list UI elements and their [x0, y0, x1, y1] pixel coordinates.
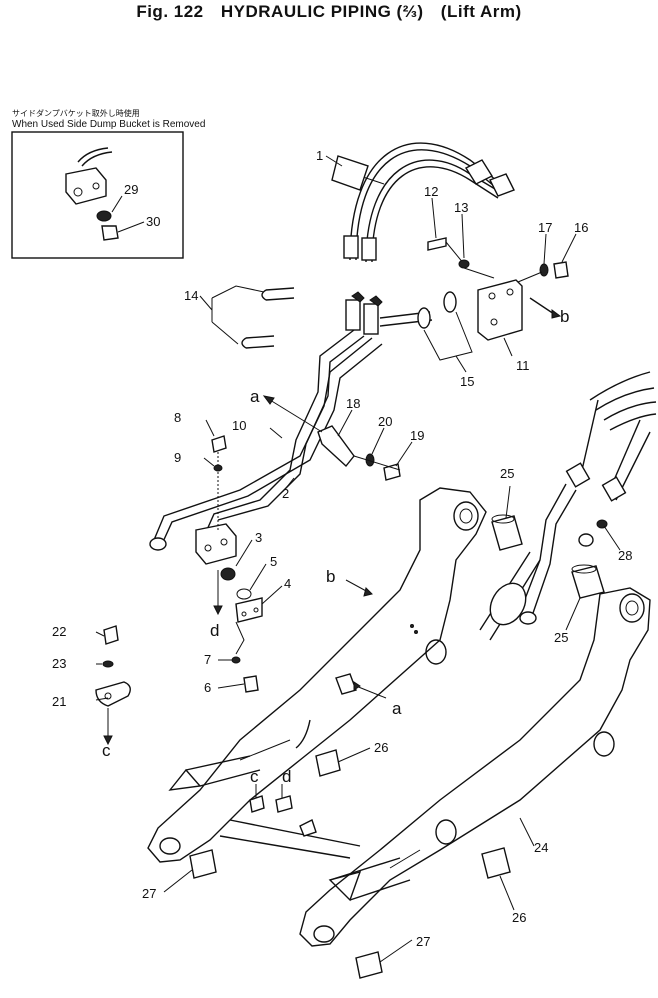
bushing-26a	[315, 749, 341, 777]
clip-d	[275, 795, 293, 813]
bushing-25a	[491, 515, 523, 551]
nut-16	[553, 261, 569, 279]
hoses	[331, 142, 515, 263]
ref-c-clamp: c	[102, 741, 111, 760]
valve-block	[195, 435, 263, 693]
washer-7	[231, 656, 241, 664]
ref-a-lower: a	[392, 699, 402, 718]
callout-14: 14	[184, 288, 198, 303]
ref-b-bracket: b	[560, 307, 569, 326]
callout-18: 18	[346, 396, 360, 411]
reference-letters: a a b b c c d d	[102, 307, 569, 786]
bolt-8	[211, 435, 227, 453]
bolt-12	[427, 237, 447, 251]
callout-16: 16	[574, 220, 588, 235]
callout-8: 8	[174, 410, 181, 425]
callout-20: 20	[378, 414, 392, 429]
callout-12: 12	[424, 184, 438, 199]
block-3	[195, 523, 237, 565]
bushing-25b	[571, 565, 605, 599]
callout-29: 29	[124, 182, 138, 197]
clamp-18	[317, 425, 355, 468]
callout-27b: 27	[416, 934, 430, 949]
pin-a	[335, 673, 357, 695]
washer-17	[539, 263, 549, 277]
callout-2: 2	[282, 486, 289, 501]
bushing-26b	[481, 847, 511, 879]
callout-3: 3	[255, 530, 262, 545]
callout-19: 19	[410, 428, 424, 443]
washer-13	[458, 259, 470, 269]
callout-13: 13	[454, 200, 468, 215]
callout-26b: 26	[512, 910, 526, 925]
bolt-6	[243, 675, 259, 693]
fitting-3	[220, 567, 236, 581]
inset-box: 29 30	[11, 131, 184, 259]
figure-title: Fig. 122 HYDRAULIC PIPING (⅔) (Lift Arm)	[0, 2, 658, 22]
callout-25b: 25	[554, 630, 568, 645]
callout-4: 4	[284, 576, 291, 591]
washer-9	[213, 464, 223, 472]
o-ring-5	[236, 588, 252, 600]
bushings	[491, 514, 605, 599]
callout-9: 9	[174, 450, 181, 465]
inset-part-29	[96, 210, 112, 222]
washer-23	[102, 660, 114, 668]
callout-22: 22	[52, 624, 66, 639]
cylinder	[479, 371, 657, 641]
callout-15: 15	[460, 374, 474, 389]
clamp-21	[95, 681, 131, 707]
figure-subheading: (Lift Arm)	[440, 2, 522, 21]
callout-11: 11	[516, 358, 530, 373]
u-bolts	[211, 285, 295, 349]
inset-note-english: When Used Side Dump Bucket is Removed	[12, 119, 206, 130]
callout-25a: 25	[500, 466, 514, 481]
clamp-21-group	[95, 625, 131, 746]
ref-b-arm: b	[326, 567, 335, 586]
callout-10: 10	[232, 418, 246, 433]
callout-28: 28	[618, 548, 632, 563]
clip-c	[249, 795, 265, 813]
pipes	[149, 291, 433, 551]
callout-23: 23	[52, 656, 66, 671]
callout-24: 24	[534, 840, 548, 855]
inset-part-30	[101, 225, 119, 241]
callout-27a: 27	[142, 886, 156, 901]
bolt-19	[383, 463, 401, 481]
callout-5: 5	[270, 554, 277, 569]
inset-block	[65, 167, 107, 205]
callout-labels: 1 2 3 4 5 6 7 8 9 10 11 12 13 14 15 16 1…	[52, 148, 632, 949]
ref-d-block: d	[210, 621, 219, 640]
callout-1: 1	[316, 148, 323, 163]
bushing-27a	[189, 849, 217, 879]
callout-17: 17	[538, 220, 552, 235]
lift-arm-right	[299, 587, 651, 947]
bolt-22	[103, 625, 119, 645]
ref-d-arm: d	[282, 767, 291, 786]
bracket-assembly	[417, 237, 569, 361]
lift-arm-left	[147, 487, 487, 863]
ref-c-arm: c	[250, 767, 259, 786]
clamp-assembly	[262, 395, 401, 481]
figure-number: Fig. 122	[136, 2, 204, 21]
callout-7: 7	[204, 652, 211, 667]
leader-lines	[95, 155, 621, 963]
bushing-27b	[355, 951, 383, 979]
callout-6: 6	[204, 680, 211, 695]
callout-30: 30	[146, 214, 160, 229]
pins	[189, 673, 511, 979]
ref-a-upper: a	[250, 387, 260, 406]
callout-21: 21	[52, 694, 66, 709]
bracket-11	[477, 279, 523, 341]
figure-heading: HYDRAULIC PIPING (⅔)	[220, 2, 424, 21]
inset-note-japanese: サイドダンプバケット取外し時使用	[12, 109, 140, 118]
ref-arrow-b-line	[529, 297, 555, 315]
callout-26a: 26	[374, 740, 388, 755]
